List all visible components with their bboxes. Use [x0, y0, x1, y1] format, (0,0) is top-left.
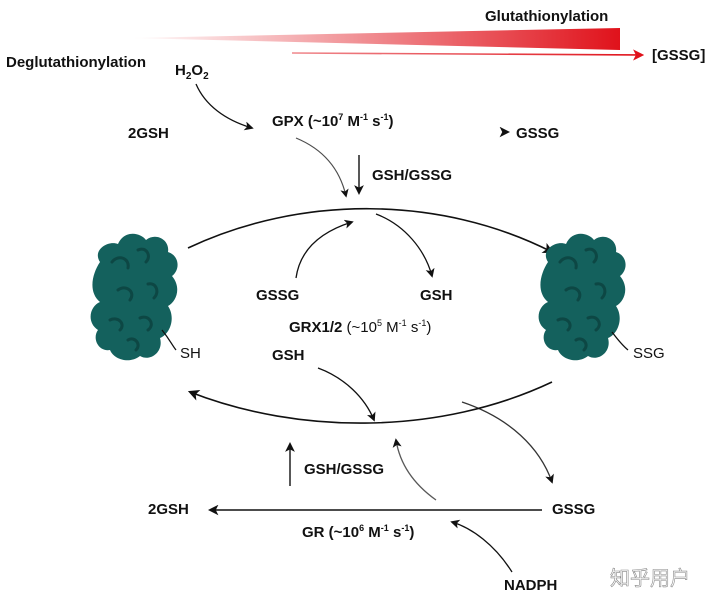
gsh-in-arrow	[317, 367, 376, 422]
protein-sh-label: SH	[180, 345, 201, 362]
h2o2-label: H2O2	[175, 62, 209, 82]
gpx-exchange-label: GSH/GSSG	[372, 167, 452, 184]
protein-reduced-icon	[90, 233, 178, 361]
gpx-substrate-2gsh: 2GSH	[128, 125, 169, 142]
gssg-increase-arrow	[291, 49, 645, 61]
gsh-out-arrow	[375, 213, 435, 278]
grx-enzyme-label: GRX1/2 (~105 M-1 s-1)	[289, 318, 431, 336]
gssg-level-label: [GSSG]	[652, 47, 705, 64]
protein-ssg-label: SSG	[633, 345, 665, 362]
gr-substrate-gssg: GSSG	[552, 501, 595, 518]
gssg-in-arrow	[295, 219, 354, 279]
deglutathionylation-label: Deglutathionylation	[6, 54, 146, 71]
glutathionylation-gradient-bar	[130, 28, 620, 50]
protein-glutathionylated-icon	[538, 233, 629, 361]
grx-gsh-label: GSH	[420, 287, 453, 304]
grx-gssg-label: GSSG	[256, 287, 299, 304]
watermark: 知乎用户	[610, 566, 690, 590]
deglutathionylation-arc	[187, 381, 553, 424]
gpx-to-cycle-arrow	[295, 137, 349, 198]
h2o2-arrow	[195, 83, 254, 131]
gr-exchange-label: GSH/GSSG	[304, 461, 384, 478]
glutathionylation-label: Glutathionylation	[485, 8, 608, 25]
gpx-product-gssg: GSSG	[516, 125, 559, 142]
nadph-arrow	[450, 519, 513, 573]
grx-gsh-in-label: GSH	[272, 347, 305, 364]
gr-product-2gsh: 2GSH	[148, 501, 189, 518]
gpx-enzyme-label: GPX (~107 M-1 s-1)	[272, 112, 394, 130]
to-gssg-arrow	[461, 401, 554, 484]
gr-enzyme-label: GR (~106 M-1 s-1)	[302, 523, 414, 541]
nadph-label: NADPH	[504, 577, 557, 594]
gssg-to-cycle-arrow	[392, 438, 437, 501]
glutathionylation-arc	[187, 207, 554, 254]
